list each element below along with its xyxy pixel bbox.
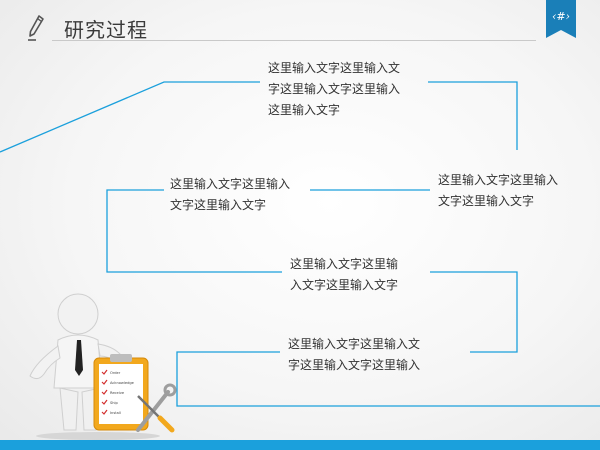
checklist-item: Order <box>110 371 121 375</box>
checklist-item: Install <box>110 411 121 415</box>
step-2-text: 这里输入文字这里输入 文字这里输入文字 <box>170 177 291 212</box>
step-1-text: 这里输入文字这里输入文 字这里输入文字这里输入 这里输入文字 <box>268 61 401 117</box>
checklist-item: Receive <box>110 391 125 395</box>
page-number: ‹#› <box>551 10 570 23</box>
bottom-accent-bar <box>0 440 600 450</box>
checklist: Order Acknowledge Receive Ship Install <box>110 371 135 415</box>
header-divider <box>52 40 536 41</box>
connector-step-4-right <box>430 271 518 353</box>
connector-step-1-right <box>428 81 518 150</box>
step-3-text: 这里输入文字这里输入 文字这里输入文字 <box>438 173 559 208</box>
page-number-badge-icon <box>546 0 576 38</box>
person-with-checklist-illustration: Order Acknowledge Receive Ship Install <box>29 293 177 440</box>
page-title: 研究过程 <box>64 18 148 42</box>
step-5-text: 这里输入文字这里输入文 字这里输入文字这里输入 <box>288 337 421 372</box>
checklist-item: Acknowledge <box>110 381 135 385</box>
step-4-text: 这里输入文字这里输 入文字这里输入文字 <box>290 257 399 292</box>
tools-icon <box>136 383 177 433</box>
checklist-item: Ship <box>110 401 119 405</box>
pencil-icon <box>28 15 44 41</box>
connector-step-2-left <box>106 189 282 273</box>
connector-step-5-left <box>176 351 600 407</box>
connector-diagonal <box>0 81 260 153</box>
